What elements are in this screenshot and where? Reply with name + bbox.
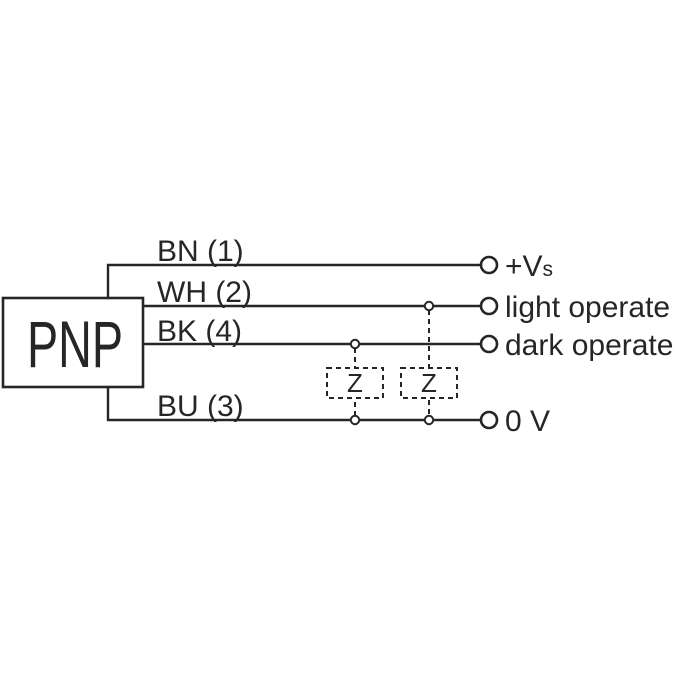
pnp-device-box [1,296,145,389]
terminal-label-vs: +Vs [505,250,553,283]
junction-dot-light [423,300,435,312]
wire-label-bk: BK (4) [157,315,242,348]
terminal-label-0v: 0 V [505,405,550,438]
terminal-circle-vs [479,255,499,275]
terminal-label-vs-main: +V [505,250,543,283]
terminal-label-vs-sub: s [543,258,554,281]
junction-dot-0v-right [423,414,435,426]
pnp-device-label: PNP [27,307,123,381]
load-label-z2: Z [421,368,437,398]
terminal-circle-dark-operate [479,334,499,354]
terminal-circle-0v [479,410,499,430]
wire-label-wh: WH (2) [157,276,252,309]
wire-label-bn: BN (1) [157,235,244,268]
wire-label-bu: BU (3) [157,390,244,423]
junction-dot-0v-left [349,414,361,426]
wire-bn [106,263,481,298]
load-box-z1 [326,367,384,399]
load-label-z1: Z [347,368,363,398]
junction-dot-dark [349,338,361,350]
load-box-z2 [400,367,458,399]
terminal-label-dark-operate: dark operate [505,329,673,362]
terminal-label-light-operate: light operate [505,291,670,324]
terminal-circle-light-operate [479,296,499,316]
